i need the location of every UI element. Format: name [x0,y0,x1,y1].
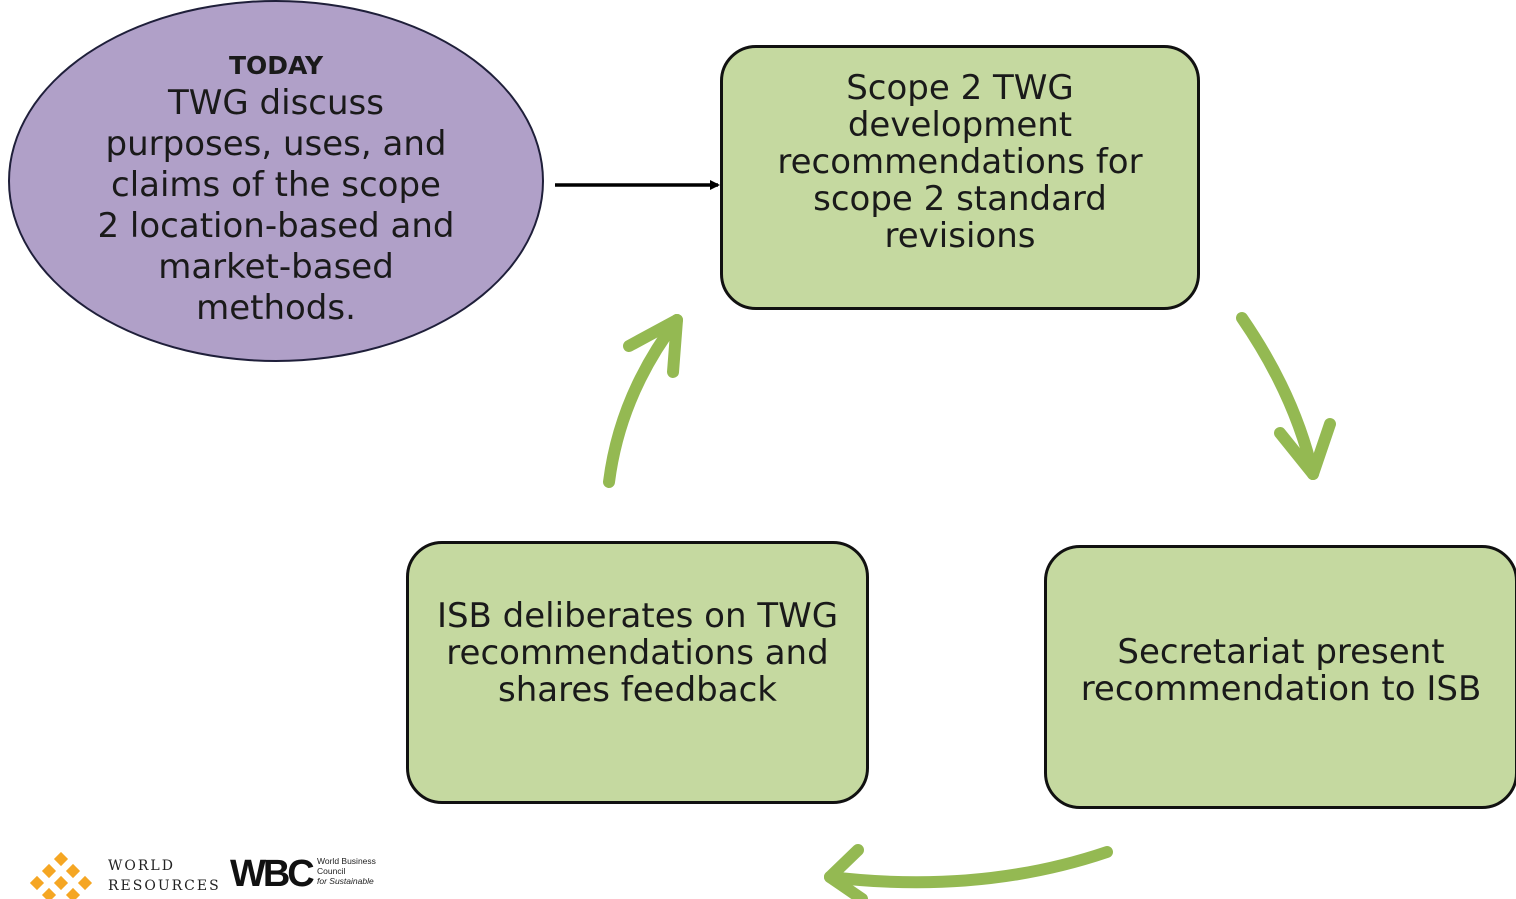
step-box-isb-deliberates: ISB deliberates on TWG recommendations a… [406,541,869,804]
today-oval: TODAY TWG discuss purposes, uses, and cl… [8,0,544,362]
step-box-twg-recommendations: Scope 2 TWG development recommendations … [720,45,1200,310]
step-text: Secretariat present recommendation to IS… [1080,632,1482,709]
wri-logo-icon [30,852,93,899]
step-box-secretariat-present: Secretariat present recommendation to IS… [1044,545,1516,809]
wbcsd-logo-text: World Business Council for Sustainable [317,856,376,886]
step-text: Scope 2 TWG development recommendations … [777,68,1143,256]
today-text: TWG discuss purposes, uses, and claims o… [97,83,455,328]
wri-logo-text: WORLD RESOURCES [108,858,221,894]
wbcsd-logo-mark: WBC [230,853,315,895]
cycle-arrow-bottom [824,844,1113,899]
footer-logos: WORLD RESOURCES WBC World Business Counc… [30,852,450,899]
today-heading: TODAY [228,51,324,80]
step-text: ISB deliberates on TWG recommendations a… [436,596,839,710]
cycle-arrow-top-right [1236,312,1336,480]
cycle-arrow-left [603,314,683,488]
